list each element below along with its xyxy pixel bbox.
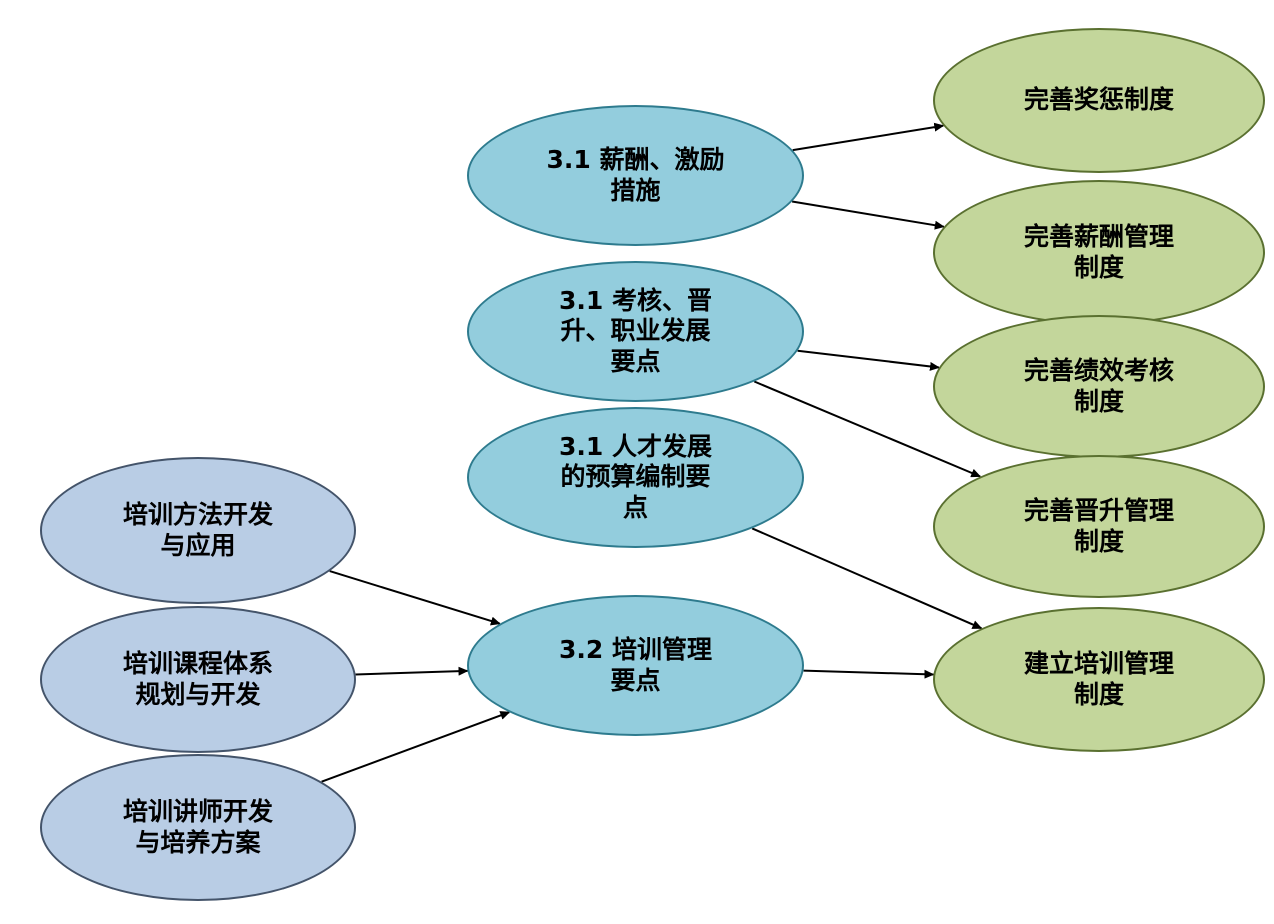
- node-talent-development-budget-points: 3.1 人才发展 的预算编制要 点: [467, 407, 804, 548]
- edge-cyan2-to-green3: [797, 349, 940, 371]
- node-training-instructor-development: 培训讲师开发 与培养方案: [40, 754, 356, 901]
- edge-cyan1-to-green1: [792, 122, 945, 152]
- node-improve-promotion-management-system: 完善晋升管理 制度: [933, 455, 1265, 598]
- node-training-management-points: 3.2 培训管理 要点: [467, 595, 804, 736]
- node-training-course-system: 培训课程体系 规划与开发: [40, 606, 356, 753]
- edge-cyan1-to-green2: [791, 200, 945, 230]
- edge-blue2-to-cyan4: [355, 666, 469, 676]
- node-compensation-incentive-measures: 3.1 薪酬、激励 措施: [467, 105, 804, 246]
- node-training-method-development: 培训方法开发 与应用: [40, 457, 356, 604]
- node-improve-compensation-management-system: 完善薪酬管理 制度: [933, 180, 1265, 325]
- node-improve-reward-punishment-system: 完善奖惩制度: [933, 28, 1265, 173]
- node-improve-performance-appraisal-system: 完善绩效考核 制度: [933, 315, 1265, 458]
- edge-cyan4-to-green5: [803, 669, 935, 679]
- node-establish-training-management-system: 建立培训管理 制度: [933, 607, 1265, 752]
- edge-blue3-to-cyan4: [321, 711, 511, 783]
- edge-blue1-to-cyan4: [329, 570, 501, 626]
- node-assessment-promotion-career-points: 3.1 考核、晋 升、职业发展 要点: [467, 261, 804, 402]
